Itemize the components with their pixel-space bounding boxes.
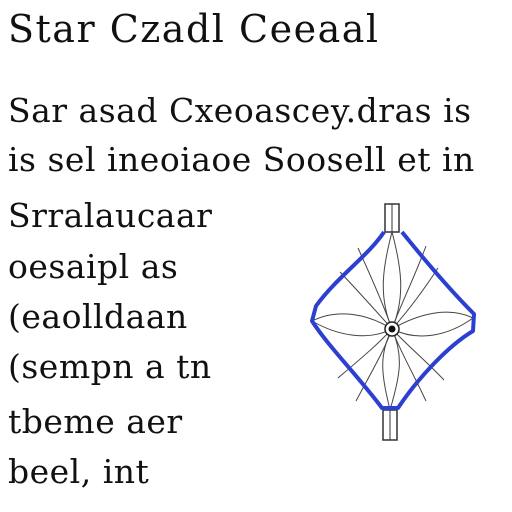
body-line-5: tbeme aer [8,402,183,441]
body-line-2: oesaipl as [8,247,179,286]
intro-line-1: Sar asad Cxeoascey.dras is [8,91,472,130]
body-line-4: (sempn a tn [8,347,212,386]
intro-line-2: is sel ineoiaoe Soosell et in [8,140,475,179]
star-flower-diamond-icon [310,203,476,441]
petal-lines [311,231,474,411]
body-line-3: (eaolldaan [8,297,188,336]
body-line-1: Srralaucaar [8,196,213,235]
body-line-6: beel, int [8,452,150,491]
page-title: Star Czadl Ceeaal [8,7,380,51]
center-dot [384,321,400,337]
top-stem [384,203,400,233]
bottom-stem [382,409,398,441]
diamond-outline [310,230,476,410]
